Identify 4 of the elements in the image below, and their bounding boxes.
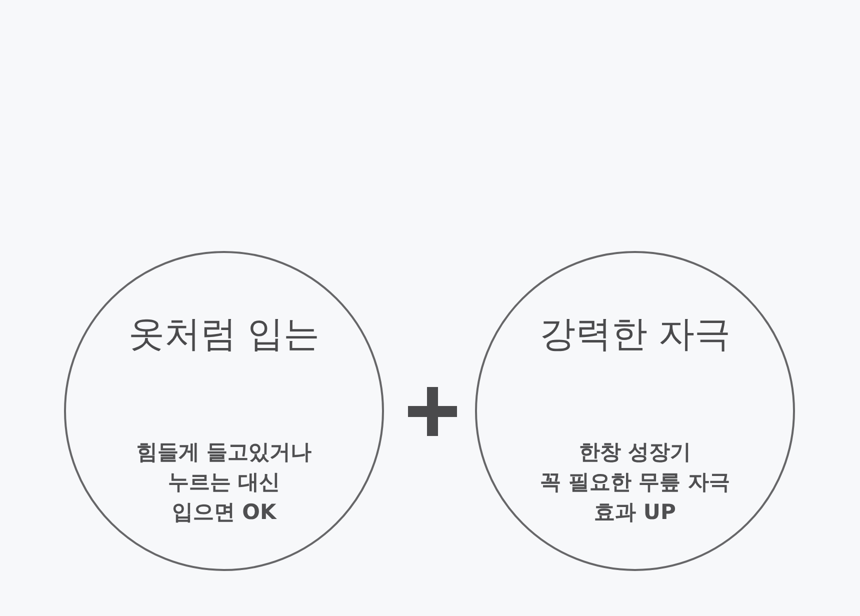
node-title: 강력한 자극 [539,313,731,357]
node-description: 한창 성장기 꼭 필요한 무릎 자극 효과 UP [540,439,730,526]
node-description: 힘들게 들고있거나 누르는 대신 입으면 OK [136,439,312,526]
node-title: 옷처럼 입는 [128,313,320,357]
